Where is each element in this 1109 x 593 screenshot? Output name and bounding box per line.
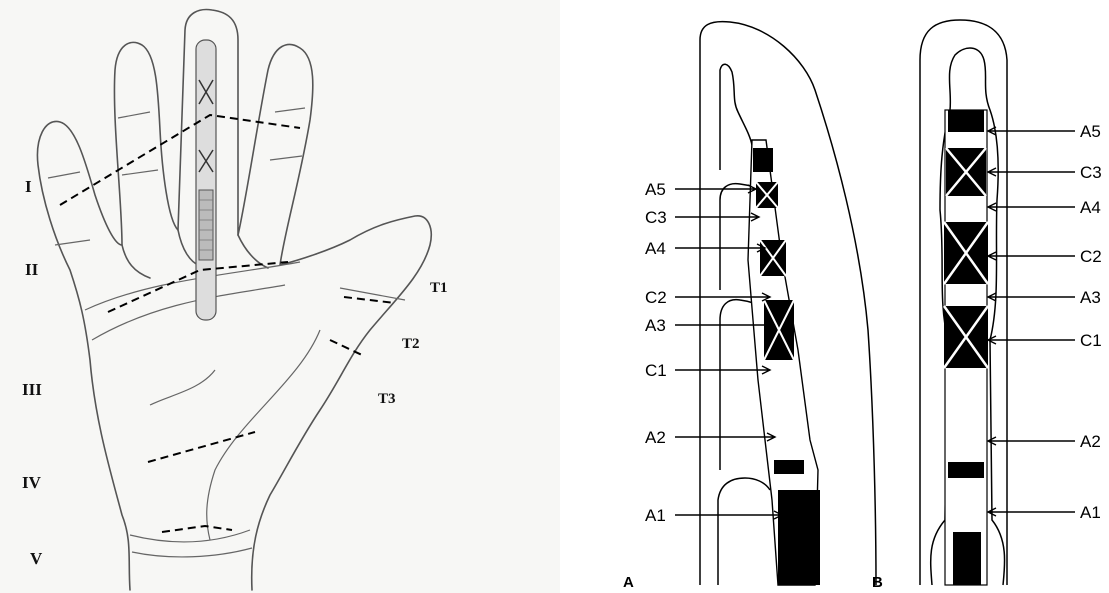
panel-a-label-a4: A4	[645, 239, 666, 258]
zone-label-4: IV	[22, 473, 42, 492]
panel-b-a5-pulley	[948, 110, 984, 132]
panel-b-letter: B	[872, 574, 883, 591]
zone-label-5: V	[30, 549, 43, 568]
thumb-zone-label-3: T3	[378, 391, 396, 407]
panel-a-label-a3: A3	[645, 316, 666, 335]
panel-a-label-c3: C3	[645, 208, 667, 227]
panel-b-leader-arrows	[988, 127, 1075, 516]
thumb-zone-label-2: T2	[402, 336, 420, 352]
panel-b-palmar-view: A5 C3 A4 C2 A3 C1 A2 A1 B	[872, 20, 1102, 591]
panel-a-flexor-tendon	[778, 490, 820, 585]
panel-a-label-c1: C1	[645, 361, 667, 380]
panel-a-a5-pulley	[753, 148, 773, 172]
panel-a-label-a1: A1	[645, 506, 666, 525]
finger-pulley-drawing: A5 C3 A4 C2 A3 C1 A2 A1 A	[560, 0, 1109, 593]
panel-a-bone-proximal	[718, 478, 770, 585]
panel-b-label-c3: C3	[1080, 163, 1102, 182]
panel-a-a2-band	[774, 460, 804, 474]
zone-label-2: II	[25, 260, 39, 279]
panel-b-label-a2: A2	[1080, 432, 1101, 451]
hand-flexor-zones-diagram: I II III IV V T1 T2 T3	[0, 0, 560, 593]
panel-a-bone-distal	[720, 64, 752, 170]
panel-a-label-a5: A5	[645, 180, 666, 199]
panel-b-a2-band	[948, 462, 984, 478]
panel-b-label-a4: A4	[1080, 198, 1101, 217]
exposed-flexor-tendon	[196, 40, 216, 320]
hand-drawing: I II III IV V T1 T2 T3	[0, 0, 560, 593]
panel-a-label-a2: A2	[645, 428, 666, 447]
panel-b-label-c2: C2	[1080, 247, 1102, 266]
zone-label-1: I	[25, 177, 32, 196]
panel-b-label-c1: C1	[1080, 331, 1102, 350]
panel-a-bone-distal-mid	[720, 184, 752, 290]
panel-a-lateral-view: A5 C3 A4 C2 A3 C1 A2 A1 A	[623, 22, 876, 591]
thumb-zone-label-1: T1	[430, 280, 448, 296]
panel-b-flexor-tendon	[953, 532, 981, 585]
panel-b-label-a1: A1	[1080, 503, 1101, 522]
panel-b-label-a5: A5	[1080, 122, 1101, 141]
panel-b-label-a3: A3	[1080, 288, 1101, 307]
panel-a-letter: A	[623, 574, 634, 591]
zone-label-3: III	[22, 380, 42, 399]
finger-pulley-diagram: A5 C3 A4 C2 A3 C1 A2 A1 A	[560, 0, 1109, 593]
panel-a-label-c2: C2	[645, 288, 667, 307]
